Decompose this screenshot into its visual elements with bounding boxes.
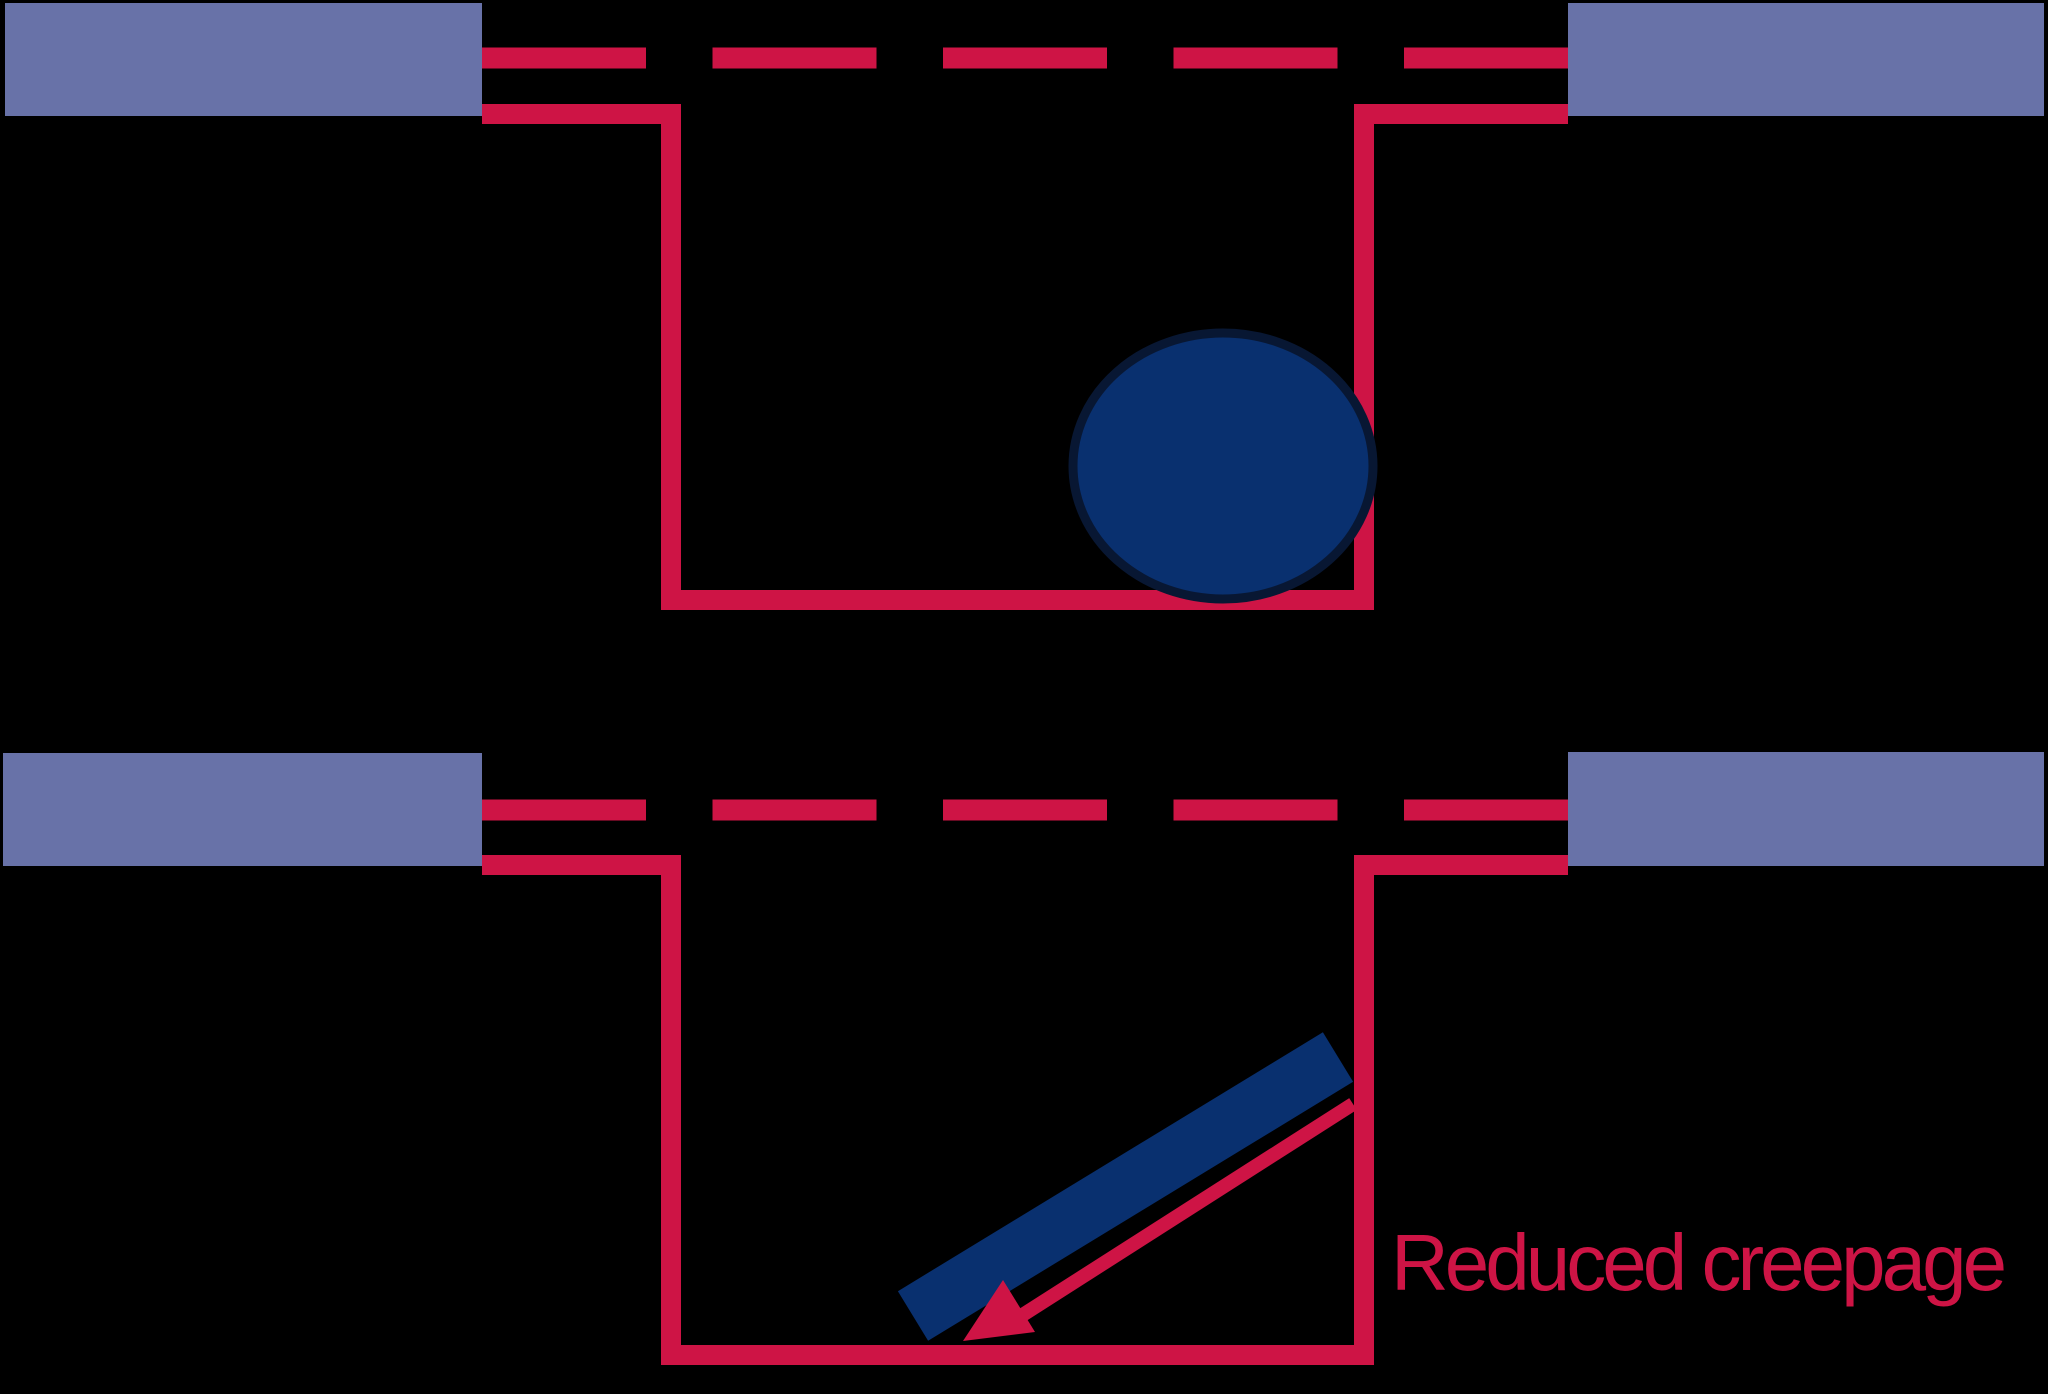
diagram-groove-with-bulge	[5, 3, 2044, 610]
creepage-path-outline	[482, 104, 1568, 610]
reduced-creepage-label: Reduced creepage	[1391, 1218, 2004, 1307]
groove-bulge	[1068, 328, 1378, 604]
left-conductor-pad	[3, 753, 482, 866]
reduced-creepage-arrow-shaft	[1006, 1098, 1357, 1329]
right-conductor-pad	[1568, 752, 2044, 866]
right-conductor-pad	[1568, 3, 2044, 116]
left-conductor-pad	[5, 3, 482, 116]
creepage-path-outline	[482, 855, 1568, 1365]
diagram-groove-with-rib	[3, 752, 2044, 1365]
insulation-rib	[897, 1032, 1354, 1341]
reduced-creepage-arrowhead	[963, 1280, 1035, 1341]
